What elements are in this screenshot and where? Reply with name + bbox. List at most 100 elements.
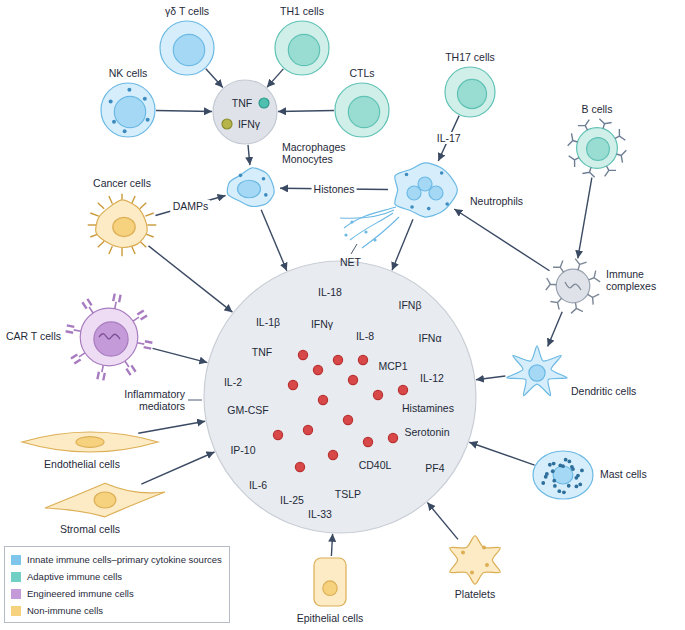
granule <box>146 118 150 122</box>
antigen-particle <box>556 269 590 303</box>
cell-nucleus <box>323 581 337 596</box>
mediator-pool <box>204 261 476 533</box>
antibody <box>571 303 583 314</box>
granule <box>567 459 571 463</box>
net-particles <box>344 220 376 241</box>
granule <box>427 207 431 211</box>
mediator-label: IL-33 <box>308 508 332 520</box>
granule <box>552 462 556 466</box>
net-strand <box>340 210 394 218</box>
net-particle <box>350 220 353 223</box>
cytokine-pool <box>213 80 277 144</box>
mediator-molecule <box>295 462 304 471</box>
cell-illustration <box>224 165 280 211</box>
granule <box>461 551 465 555</box>
cell-body <box>45 483 165 517</box>
tnf-molecule <box>259 98 269 108</box>
cell-node: Dendritic cells <box>505 345 569 399</box>
cytokine-label: IFNγ <box>238 118 260 130</box>
surface-spike <box>140 203 146 209</box>
cell-label: Mast cells <box>600 468 647 480</box>
arrow-connector <box>278 110 334 112</box>
surface-spike <box>90 213 98 216</box>
arrow-connector <box>280 188 388 189</box>
granule <box>576 474 580 478</box>
cell-body <box>275 21 329 75</box>
arrow-connector <box>427 503 458 540</box>
cell-label: Macrophages Monocytes <box>282 141 354 165</box>
cell-body <box>577 128 618 169</box>
mediator-label: Serotonin <box>405 426 450 438</box>
cytokine-label: TNF <box>232 97 252 109</box>
antibody <box>615 129 625 140</box>
mediator-label: TSLP <box>335 488 361 500</box>
granule <box>562 490 566 494</box>
car-receptor-domain <box>71 354 81 363</box>
cell-body <box>314 558 346 606</box>
cell-label: Stromal cells <box>60 523 120 535</box>
granule <box>445 202 449 206</box>
mediator-molecule <box>348 375 357 384</box>
mediator-label: IFNγ <box>311 318 333 330</box>
cell-illustration <box>45 480 165 520</box>
cell-body <box>101 83 155 137</box>
surface-spike <box>132 196 135 204</box>
arrow-connector <box>438 116 459 161</box>
mediator-label: IL-18 <box>318 286 342 298</box>
mediator-label: TNF <box>252 346 272 358</box>
mediator-label: CD40L <box>359 459 392 471</box>
cell-label: CTLs <box>349 67 374 79</box>
cell-body <box>335 83 389 137</box>
cell-illustration <box>312 556 348 608</box>
cell-body <box>450 536 501 585</box>
cell-node: Cancer cells <box>87 193 157 257</box>
mediator-molecule <box>398 385 407 394</box>
arrow-connector <box>476 376 505 380</box>
legend-text: Innate immune cells–primary cytokine sou… <box>27 554 222 565</box>
edge-label: DAMPs <box>171 199 211 211</box>
car-receptor-domain <box>66 325 75 332</box>
car-receptor-domain <box>137 310 147 319</box>
mediator-label: IL-6 <box>249 479 267 491</box>
mediator-label: PF4 <box>425 462 444 474</box>
mediator-circle: Inflammatory mediatorsIL-18IFNβIL-1βIFNγ… <box>203 260 477 534</box>
legend-text: Engineered immune cells <box>27 588 134 599</box>
granule <box>551 469 555 473</box>
cell-illustration <box>64 292 154 382</box>
car-receptor-stem <box>89 307 93 313</box>
antibody <box>616 150 626 162</box>
mediator-leader <box>188 400 202 401</box>
cell-nucleus <box>288 34 319 65</box>
mediator-molecule <box>373 390 382 399</box>
legend-text: Adaptive immune cells <box>27 571 122 582</box>
arrow-connector <box>141 452 214 484</box>
legend-swatch <box>11 606 21 616</box>
granule <box>564 458 568 462</box>
cell-illustration <box>505 345 569 399</box>
cell-illustration <box>334 82 390 138</box>
net-particle <box>364 230 367 233</box>
cell-node: B cells <box>567 118 627 178</box>
cell-node: Immune complexes <box>545 258 601 314</box>
car-receptor-domain <box>97 372 104 381</box>
mediator-label: IL-8 <box>356 330 374 342</box>
granule <box>557 489 561 493</box>
cell-node: NK cells <box>100 82 156 138</box>
arrow-connector <box>548 312 563 347</box>
antibody <box>568 133 578 145</box>
arrow-connector <box>148 246 232 312</box>
cell-illustration <box>567 118 627 178</box>
cell-node: CTLs <box>334 82 390 138</box>
antibody <box>589 271 600 282</box>
granule <box>567 484 571 488</box>
mediator-molecule <box>328 450 337 459</box>
arrow-connector <box>206 69 223 88</box>
cytokine-circle: TNF IFNγ <box>212 79 278 145</box>
granule <box>127 88 131 92</box>
cell-illustration <box>100 82 156 138</box>
antibody <box>546 278 556 290</box>
cell-body <box>445 67 495 117</box>
net-strand <box>362 217 399 248</box>
car-receptor-domain <box>126 365 135 375</box>
surface-spike <box>109 196 112 204</box>
